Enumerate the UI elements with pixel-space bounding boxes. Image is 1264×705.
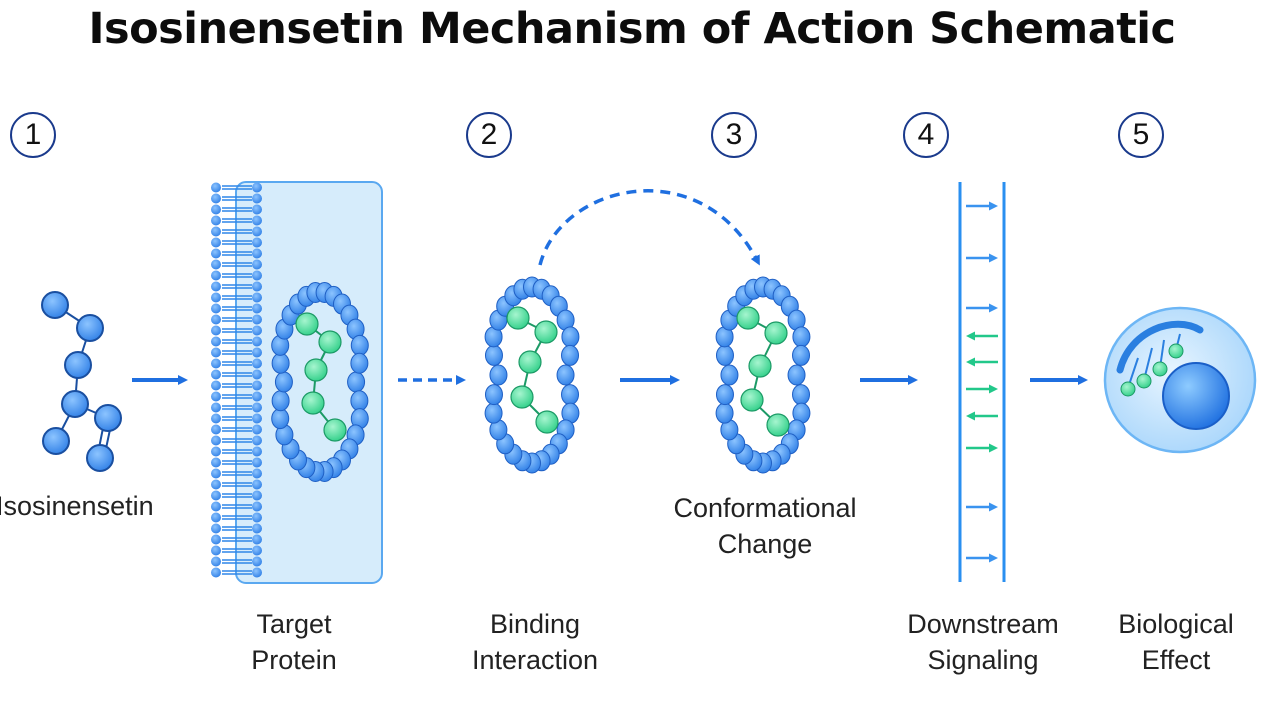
target-label-line2: Protein	[251, 645, 337, 675]
step-3-label: Conformational Change	[660, 490, 870, 562]
isosinensetin-molecule	[41, 291, 122, 472]
step-2-label-line1: Binding	[489, 609, 581, 639]
biological-cell	[1103, 306, 1257, 454]
step-3-label-line2: Change	[717, 529, 813, 559]
step-1-label: Isosinensetin	[0, 491, 154, 521]
lipid-bilayer	[211, 182, 262, 578]
step-5-label-line1: Biological	[1118, 609, 1234, 639]
step-2-label-line2: Interaction	[471, 645, 599, 675]
step-2-label: Binding Interaction	[460, 606, 610, 678]
step-5-label-line2: Effect	[1141, 645, 1211, 675]
step-3-number: 3	[711, 112, 757, 158]
step-2-number: 2	[466, 112, 512, 158]
cell-nucleus	[1162, 362, 1230, 430]
step-4-label-line2: Signaling	[927, 645, 1039, 675]
changed-protein-ring	[715, 276, 811, 474]
target-label-line1: Target	[256, 609, 332, 639]
step-5-label: Biological Effect	[1106, 606, 1246, 678]
curved-dashed-arrow	[538, 189, 760, 266]
target-protein-membrane	[211, 181, 383, 584]
diagram-title: Isosinensetin Mechanism of Action Schema…	[88, 4, 1176, 54]
signaling-channel	[958, 182, 1006, 582]
target-protein-ring	[271, 281, 369, 483]
binding-protein-ring	[484, 276, 580, 474]
step-5-number: 5	[1118, 112, 1164, 158]
target-protein-label: Target Protein	[236, 606, 352, 678]
step-1-number: 1	[10, 112, 56, 158]
step-4-number: 4	[903, 112, 949, 158]
step-4-label-line1: Downstream	[907, 609, 1059, 639]
step-3-label-line1: Conformational	[673, 493, 857, 523]
step-4-label: Downstream Signaling	[896, 606, 1070, 678]
